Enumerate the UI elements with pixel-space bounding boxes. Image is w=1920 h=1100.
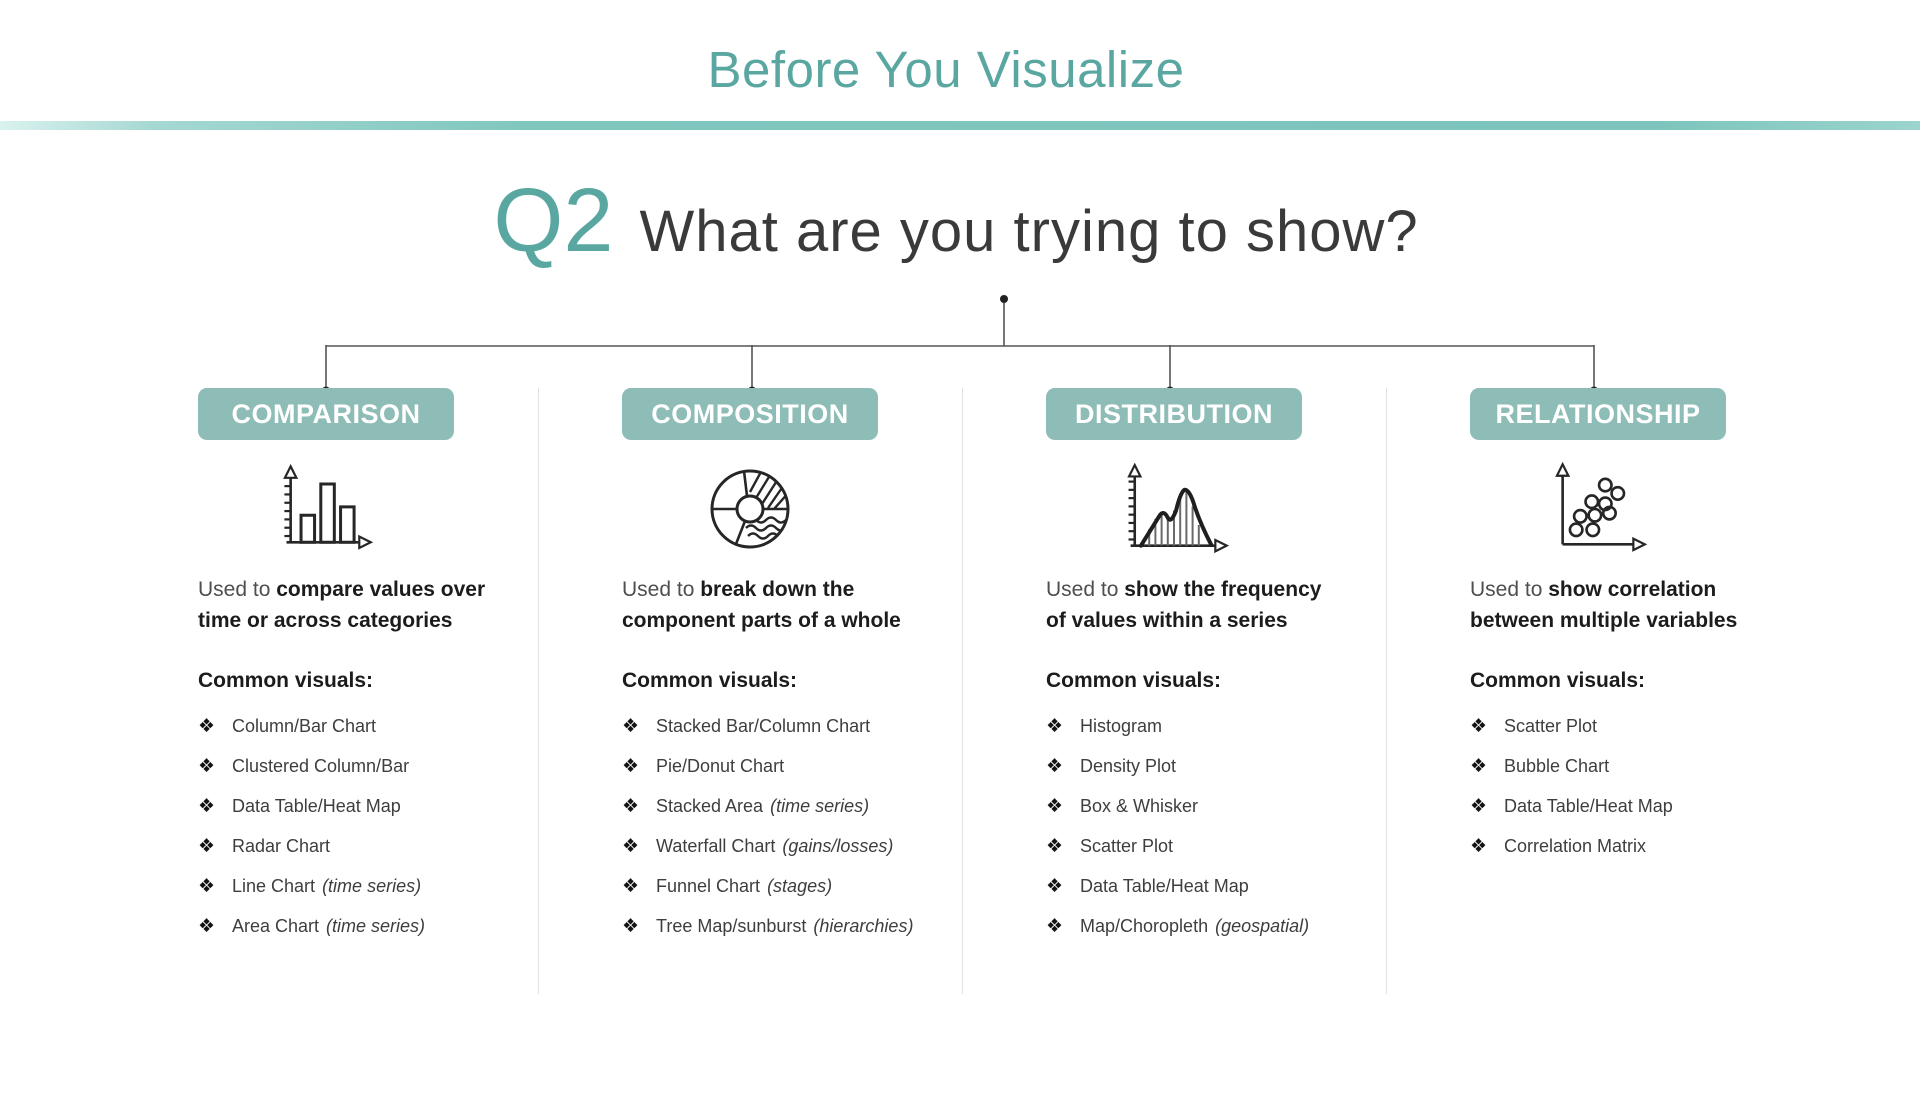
- diamond-bullet-icon: ❖: [622, 915, 640, 937]
- column-composition: COMPOSITION: [538, 388, 962, 1028]
- category-header-comparison: COMPARISON: [198, 388, 454, 440]
- visual-list-item: ❖Waterfall Chart(gains/losses): [622, 835, 894, 857]
- diamond-bullet-icon: ❖: [1470, 715, 1488, 737]
- visual-list-item: ❖Column/Bar Chart: [198, 715, 377, 737]
- visual-list-item: ❖Map/Choropleth(geospatial): [1046, 915, 1310, 937]
- visual-list-item: ❖Tree Map/sunburst(hierarchies): [622, 915, 914, 937]
- common-visuals-label: Common visuals:: [1470, 669, 1646, 692]
- visual-list-item: ❖Line Chart(time series): [198, 875, 422, 897]
- category-header-composition: COMPOSITION: [622, 388, 878, 440]
- category-header-relationship: RELATIONSHIP: [1470, 388, 1726, 440]
- usage-description: Used to show correlation between multipl…: [1470, 578, 1738, 632]
- common-visuals-label: Common visuals:: [622, 669, 798, 692]
- usage-description: Used to break down the component parts o…: [622, 578, 901, 632]
- column-comparison: COMPARISON: [114, 388, 538, 1028]
- question-number: Q2: [493, 171, 614, 271]
- visuals-list: ❖Stacked Bar/Column Chart ❖Pie/Donut Cha…: [622, 706, 962, 946]
- visual-list-item: ❖Density Plot: [1046, 755, 1177, 777]
- diamond-bullet-icon: ❖: [622, 715, 640, 737]
- usage-description: Used to show the frequency of values wit…: [1046, 578, 1322, 632]
- distribution-curve-icon: [1116, 463, 1232, 556]
- visual-list-item: ❖Data Table/Heat Map: [1046, 875, 1249, 897]
- visual-list-item: ❖Stacked Bar/Column Chart: [622, 715, 871, 737]
- column-divider: [962, 388, 963, 994]
- diamond-bullet-icon: ❖: [1046, 755, 1064, 777]
- visual-list-item: ❖Radar Chart: [198, 835, 331, 857]
- diamond-bullet-icon: ❖: [622, 755, 640, 777]
- visuals-list: ❖Column/Bar Chart ❖Clustered Column/Bar …: [198, 706, 538, 946]
- visual-list-item: ❖Correlation Matrix: [1470, 835, 1647, 857]
- visual-list-item: ❖Clustered Column/Bar: [198, 755, 410, 777]
- diamond-bullet-icon: ❖: [1046, 715, 1064, 737]
- visual-list-item: ❖Box & Whisker: [1046, 795, 1199, 817]
- visuals-list: ❖Scatter Plot ❖Bubble Chart ❖Data Table/…: [1470, 706, 1810, 866]
- visual-list-item: ❖Pie/Donut Chart: [622, 755, 785, 777]
- common-visuals-label: Common visuals:: [198, 669, 374, 692]
- diamond-bullet-icon: ❖: [1046, 835, 1064, 857]
- icon-wrap: [1470, 450, 1726, 568]
- diamond-bullet-icon: ❖: [1046, 875, 1064, 897]
- visual-list-item: ❖Stacked Area(time series): [622, 795, 870, 817]
- visual-list-item: ❖Bubble Chart: [1470, 755, 1610, 777]
- page-title: Before You Visualize: [707, 41, 1185, 98]
- diamond-bullet-icon: ❖: [198, 835, 216, 857]
- visual-list-item: ❖Data Table/Heat Map: [1470, 795, 1673, 817]
- diamond-bullet-icon: ❖: [1470, 835, 1488, 857]
- diamond-bullet-icon: ❖: [1470, 795, 1488, 817]
- diamond-bullet-icon: ❖: [622, 875, 640, 897]
- visual-list-item: ❖Area Chart(time series): [198, 915, 426, 937]
- diamond-bullet-icon: ❖: [198, 875, 216, 897]
- visual-list-item: ❖Scatter Plot: [1046, 835, 1174, 857]
- diamond-bullet-icon: ❖: [622, 795, 640, 817]
- scatter-plot-icon: [1546, 461, 1650, 557]
- diamond-bullet-icon: ❖: [198, 755, 216, 777]
- usage-description: Used to compare values over time or acro…: [198, 578, 486, 632]
- common-visuals-label: Common visuals:: [1046, 669, 1222, 692]
- icon-wrap: [622, 450, 878, 568]
- column-distribution: DISTRIBUTION: [962, 388, 1386, 1028]
- column-relationship: RELATIONSHIP: [1386, 388, 1810, 1028]
- diamond-bullet-icon: ❖: [622, 835, 640, 857]
- question-text: What are you trying to show?: [639, 199, 1419, 264]
- visual-list-item: ❖Funnel Chart(stages): [622, 875, 833, 897]
- diamond-bullet-icon: ❖: [198, 715, 216, 737]
- diamond-bullet-icon: ❖: [198, 915, 216, 937]
- visual-list-item: ❖Data Table/Heat Map: [198, 795, 401, 817]
- diamond-bullet-icon: ❖: [1470, 755, 1488, 777]
- diamond-bullet-icon: ❖: [198, 795, 216, 817]
- icon-wrap: [1046, 450, 1302, 568]
- visual-list-item: ❖Histogram: [1046, 715, 1163, 737]
- question-heading: Q2 What are you trying to show?: [493, 170, 1418, 273]
- column-divider: [1386, 388, 1387, 994]
- icon-wrap: [198, 450, 454, 568]
- donut-chart-icon: [700, 462, 800, 556]
- column-divider: [538, 388, 539, 994]
- title-divider-rule: [0, 121, 1920, 130]
- category-header-distribution: DISTRIBUTION: [1046, 388, 1302, 440]
- visuals-list: ❖Histogram ❖Density Plot ❖Box & Whisker …: [1046, 706, 1386, 946]
- visual-list-item: ❖Scatter Plot: [1470, 715, 1598, 737]
- bar-chart-icon: [274, 463, 378, 555]
- diamond-bullet-icon: ❖: [1046, 915, 1064, 937]
- diamond-bullet-icon: ❖: [1046, 795, 1064, 817]
